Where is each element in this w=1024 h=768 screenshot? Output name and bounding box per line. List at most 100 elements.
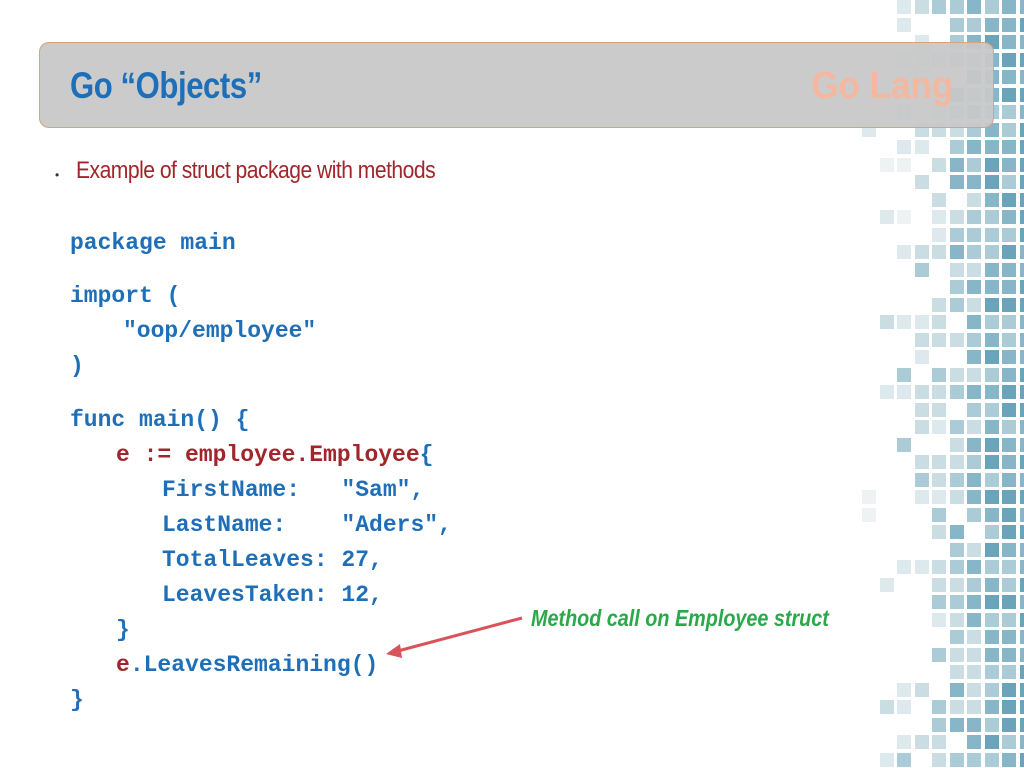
mosaic-square: [932, 315, 946, 329]
mosaic-square: [1019, 157, 1024, 172]
mosaic-square: [949, 665, 964, 679]
mosaic-square: [879, 385, 894, 399]
mosaic-square: [967, 280, 981, 294]
code-call-receiver: e: [116, 652, 130, 678]
mosaic-square: [914, 402, 929, 417]
mosaic-square: [984, 665, 999, 679]
mosaic-square: [1019, 35, 1024, 49]
mosaic-square: [897, 437, 911, 452]
mosaic-square: [879, 157, 894, 172]
mosaic-square: [932, 210, 946, 224]
mosaic-square: [984, 577, 999, 592]
mosaic-square: [1002, 717, 1016, 732]
mosaic-square: [932, 595, 946, 609]
mosaic-square: [967, 245, 981, 259]
mosaic-square: [967, 595, 981, 609]
mosaic-square: [897, 315, 911, 329]
mosaic-square: [1019, 507, 1024, 522]
mosaic-square: [984, 560, 999, 574]
mosaic-square: [1002, 682, 1016, 697]
mosaic-square: [949, 210, 964, 224]
mosaic-square: [1019, 752, 1024, 767]
mosaic-square: [984, 367, 999, 382]
mosaic-square: [1019, 472, 1024, 487]
mosaic-square: [1002, 560, 1016, 574]
mosaic-square: [914, 682, 929, 697]
bullet-dot-icon: •: [55, 168, 60, 182]
mosaic-square: [967, 315, 981, 329]
mosaic-square: [1019, 140, 1024, 154]
mosaic-square: [932, 420, 946, 434]
mosaic-square: [984, 140, 999, 154]
mosaic-square: [1019, 682, 1024, 697]
mosaic-square: [1019, 490, 1024, 504]
mosaic-square: [932, 385, 946, 399]
mosaic-square: [967, 402, 981, 417]
mosaic-square: [897, 385, 911, 399]
mosaic-square: [949, 297, 964, 312]
mosaic-square: [897, 735, 911, 749]
mosaic-square: [1002, 595, 1016, 609]
mosaic-square: [1002, 227, 1016, 242]
mosaic-square: [914, 420, 929, 434]
mosaic-square: [1019, 665, 1024, 679]
mosaic-square: [1002, 525, 1016, 539]
mosaic-square: [967, 682, 981, 697]
mosaic-square: [932, 717, 946, 732]
mosaic-square: [1002, 245, 1016, 259]
mosaic-square: [967, 420, 981, 434]
mosaic-square: [914, 735, 929, 749]
code-line-import-open: import (: [70, 283, 181, 309]
mosaic-square: [967, 262, 981, 277]
mosaic-square: [932, 752, 946, 767]
mosaic-square: [967, 455, 981, 469]
mosaic-square: [949, 245, 964, 259]
mosaic-square: [932, 402, 946, 417]
mosaic-square: [932, 455, 946, 469]
mosaic-square: [984, 525, 999, 539]
mosaic-square: [1019, 262, 1024, 277]
mosaic-square: [1019, 87, 1024, 102]
mosaic-square: [932, 560, 946, 574]
mosaic-square: [984, 455, 999, 469]
mosaic-square: [1002, 70, 1016, 84]
code-line-package: package main: [70, 230, 236, 256]
mosaic-square: [949, 717, 964, 732]
mosaic-square: [932, 0, 946, 14]
mosaic-square: [1019, 245, 1024, 259]
mosaic-square: [1002, 157, 1016, 172]
mosaic-square: [1002, 630, 1016, 644]
mosaic-square: [984, 402, 999, 417]
mosaic-square: [862, 490, 876, 504]
mosaic-square: [1002, 17, 1016, 32]
brand-mark: Go Lang: [811, 65, 953, 107]
code-line-field-totalleaves: TotalLeaves: 27,: [162, 547, 383, 573]
mosaic-square: [984, 717, 999, 732]
mosaic-square: [967, 665, 981, 679]
mosaic-square: [949, 700, 964, 714]
code-line-import-path: "oop/employee": [123, 318, 317, 344]
mosaic-square: [984, 752, 999, 767]
mosaic-square: [967, 472, 981, 487]
mosaic-square: [897, 560, 911, 574]
mosaic-square: [1019, 70, 1024, 84]
mosaic-square: [1002, 297, 1016, 312]
mosaic-square: [1002, 385, 1016, 399]
mosaic-square: [914, 490, 929, 504]
mosaic-square: [1002, 577, 1016, 592]
mosaic-square: [932, 472, 946, 487]
mosaic-square: [984, 227, 999, 242]
mosaic-square: [1019, 332, 1024, 347]
mosaic-square: [879, 577, 894, 592]
code-line-func-close: }: [70, 687, 84, 713]
mosaic-square: [932, 490, 946, 504]
mosaic-square: [914, 262, 929, 277]
mosaic-square: [932, 525, 946, 539]
mosaic-square: [949, 647, 964, 662]
code-line-field-lastname: LastName: "Aders",: [162, 512, 452, 538]
mosaic-square: [1002, 612, 1016, 627]
mosaic-square: [967, 647, 981, 662]
title-bar: Go “Objects” Go Lang: [39, 42, 994, 128]
mosaic-square: [1002, 507, 1016, 522]
mosaic-square: [932, 332, 946, 347]
